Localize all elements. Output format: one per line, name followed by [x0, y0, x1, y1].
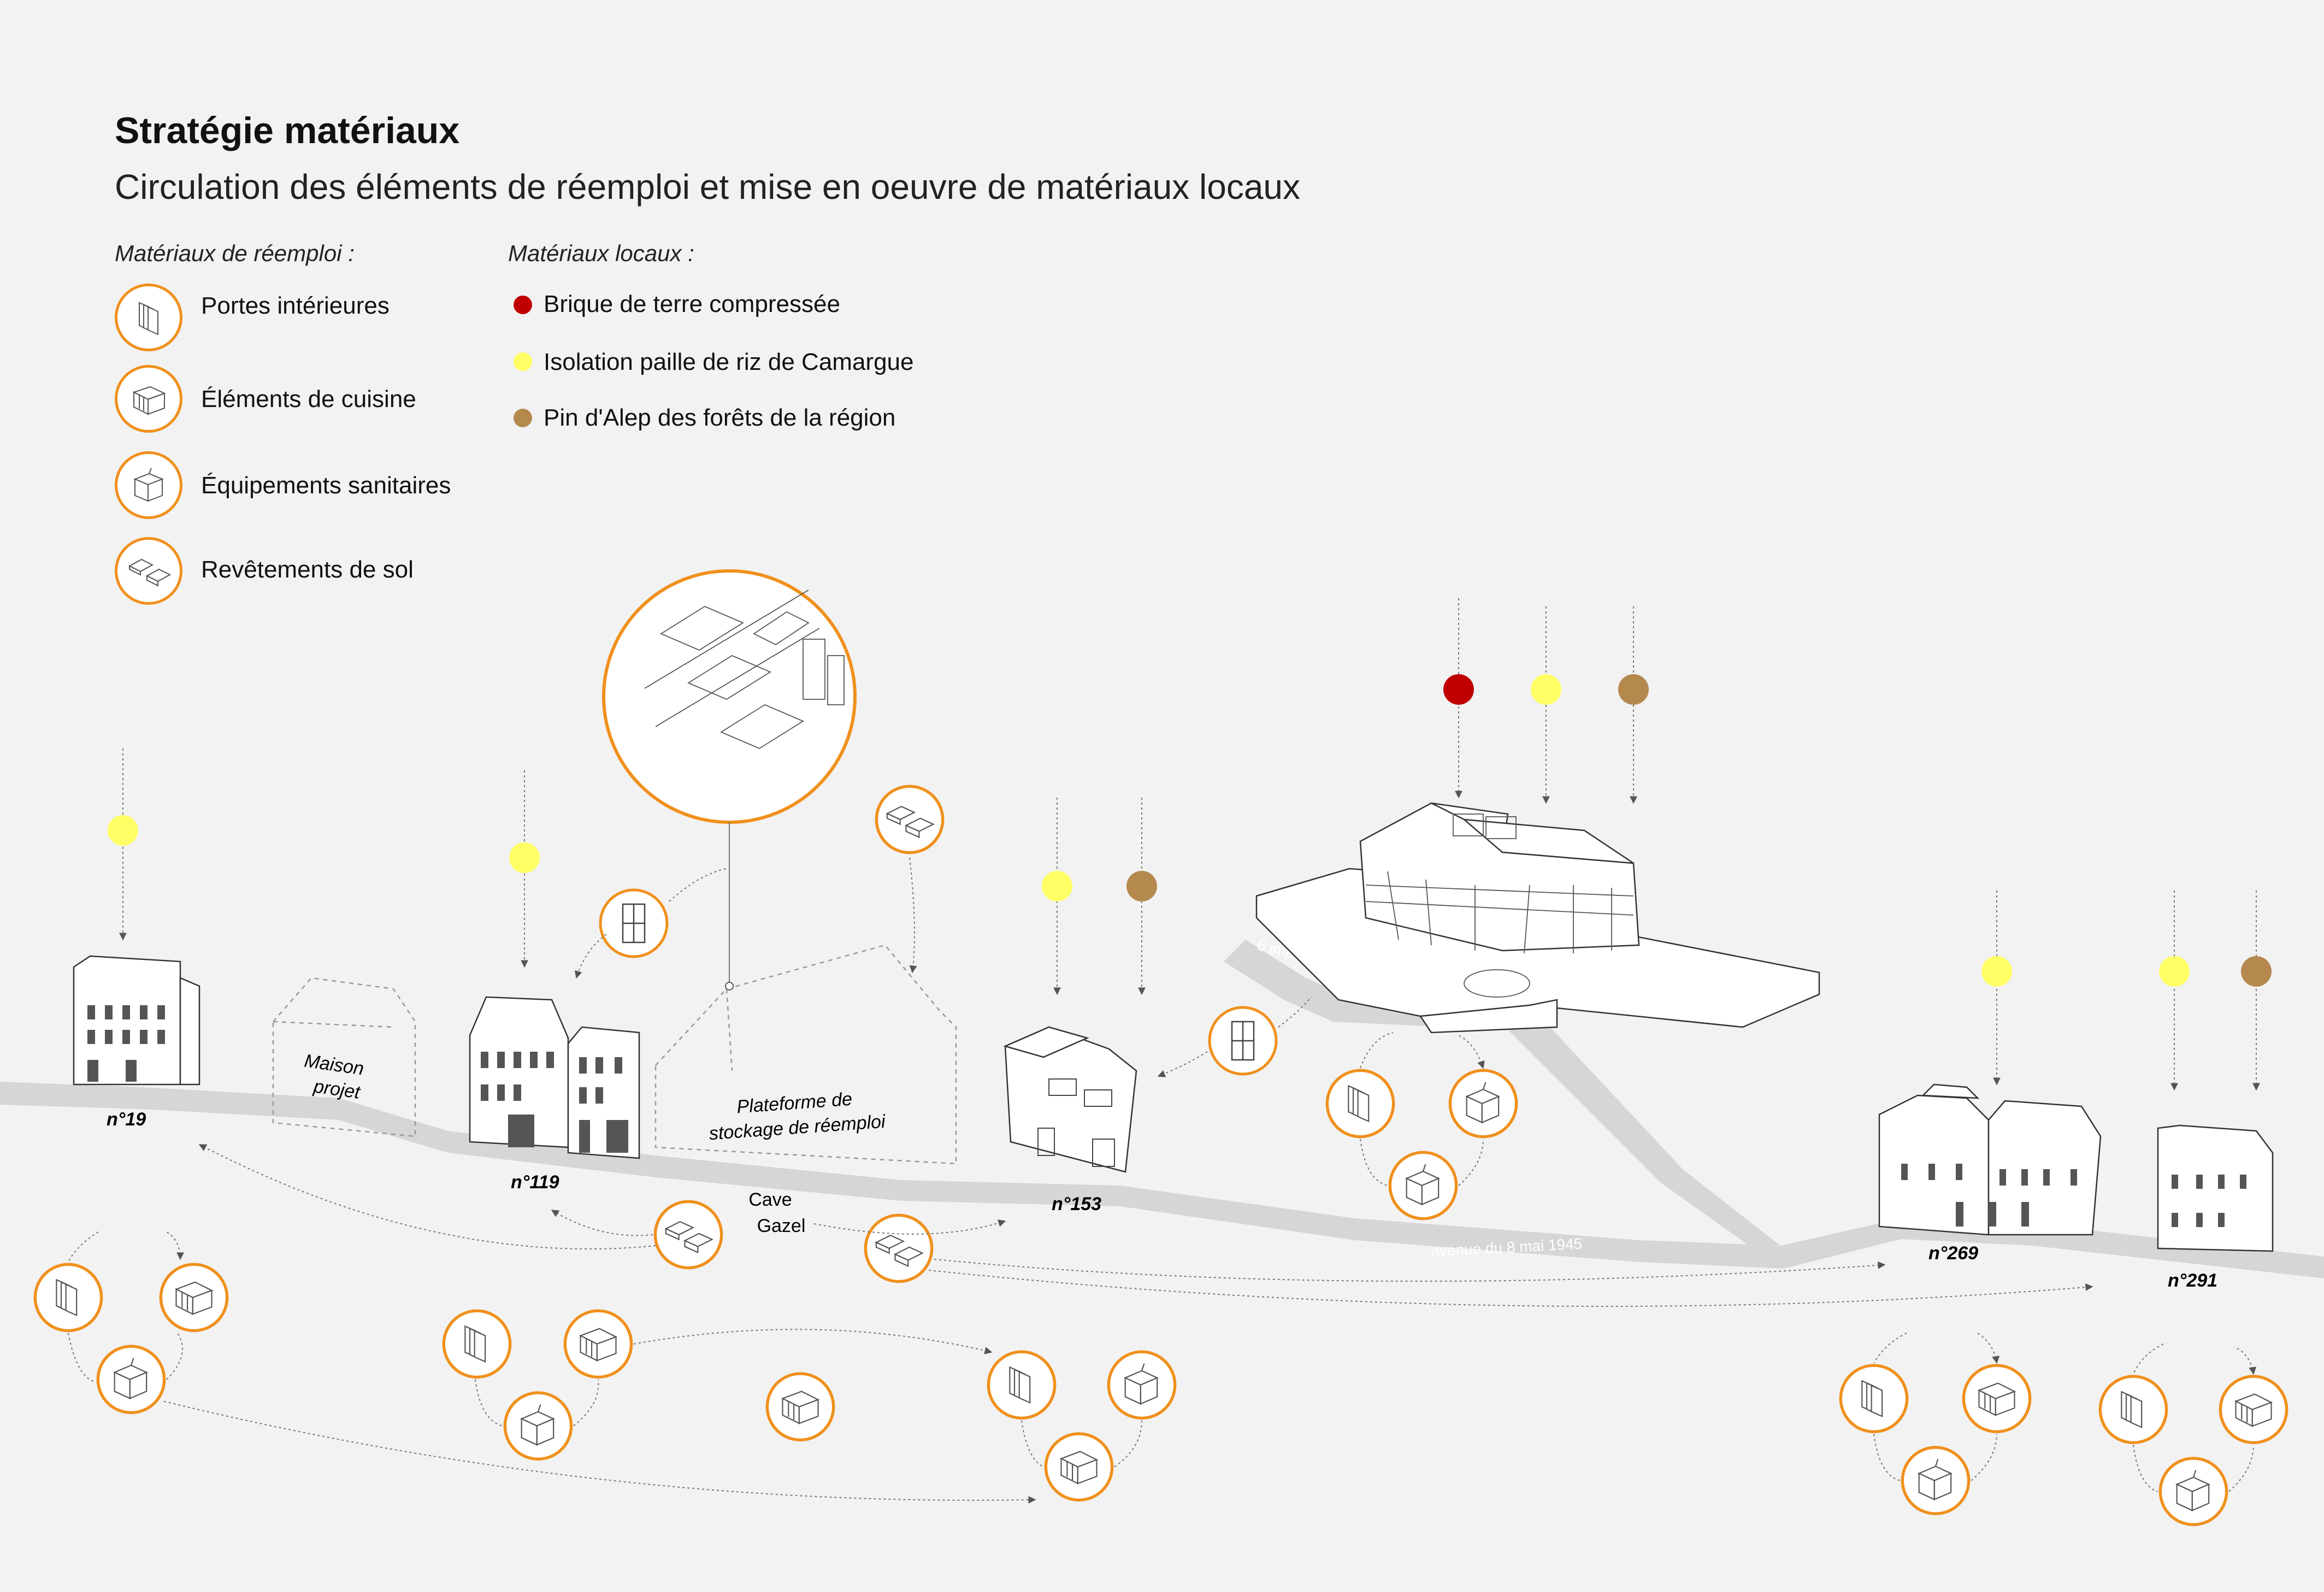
- legend-doors-label: Portes intérieures: [201, 292, 390, 319]
- cave-gazel-label: Cave: [748, 1189, 792, 1210]
- floor-tiles-icon: [876, 786, 942, 852]
- local-legend-heading: Matériaux locaux :: [508, 240, 694, 266]
- house-n153-label: n°153: [1052, 1194, 1101, 1214]
- plateforme-outline: [654, 944, 957, 1165]
- sanitary-icon: [115, 451, 182, 519]
- plateforme-label: Plateforme de: [736, 1089, 853, 1118]
- cluster-n269: [1841, 1332, 2030, 1514]
- cluster-n119: [444, 1311, 993, 1459]
- plateforme-label-2: stockage de réemploi: [709, 1111, 887, 1145]
- house-n19: [73, 955, 200, 1086]
- doors-icon: [115, 284, 182, 351]
- cluster-project: [1327, 1032, 1516, 1219]
- house-n19-label: n°19: [107, 1109, 146, 1130]
- house-n119-label: n°119: [511, 1172, 559, 1193]
- roads: [0, 940, 2324, 1278]
- kitchen-icon: [115, 365, 182, 433]
- legend-pine-label: Pin d'Alep des forêts de la région: [544, 404, 896, 431]
- house-n153: [1003, 1026, 1137, 1173]
- cave-gazel-label-2: Gazel: [757, 1216, 806, 1236]
- house-n269: [1878, 1083, 2102, 1236]
- window-icon: [600, 890, 667, 957]
- house-n291-label: n°291: [2168, 1270, 2217, 1291]
- legend-brick-label: Brique de terre compressée: [544, 291, 840, 317]
- cluster-n153-dest: [988, 1352, 1175, 1500]
- project-building: [1255, 802, 1820, 1034]
- maison-projet-label: Maison: [303, 1051, 365, 1080]
- cluster-n291: [2100, 1343, 2286, 1525]
- window-icon: [1210, 1007, 1276, 1074]
- legend-sanitary-label: Équipements sanitaires: [201, 472, 451, 499]
- zoom-bubble: [602, 569, 857, 824]
- page-subtitle: Circulation des éléments de réemploi et …: [115, 167, 1300, 207]
- house-n119: [469, 996, 640, 1159]
- page-title: Stratégie matériaux: [115, 110, 460, 151]
- floor-tiles-icon: [865, 1215, 931, 1281]
- kitchen-icon: [767, 1373, 833, 1440]
- straw-dot: [514, 352, 532, 371]
- legend-floor-label: Revêtements de sol: [201, 556, 414, 583]
- pine-dot: [514, 409, 532, 427]
- maison-projet-outline: [272, 977, 416, 1137]
- legend-kitchen-label: Éléments de cuisine: [201, 386, 416, 412]
- house-n269-label: n°269: [1928, 1243, 1978, 1264]
- legend-straw-label: Isolation paille de riz de Camargue: [544, 349, 914, 375]
- floor-tiles-icon: [115, 537, 182, 605]
- reuse-legend-heading: Matériaux de réemploi :: [115, 240, 355, 266]
- floor-tiles-icon: [655, 1201, 721, 1267]
- cluster-n19: [35, 1231, 227, 1413]
- house-n291: [2157, 1124, 2274, 1252]
- brick-dot: [514, 296, 532, 314]
